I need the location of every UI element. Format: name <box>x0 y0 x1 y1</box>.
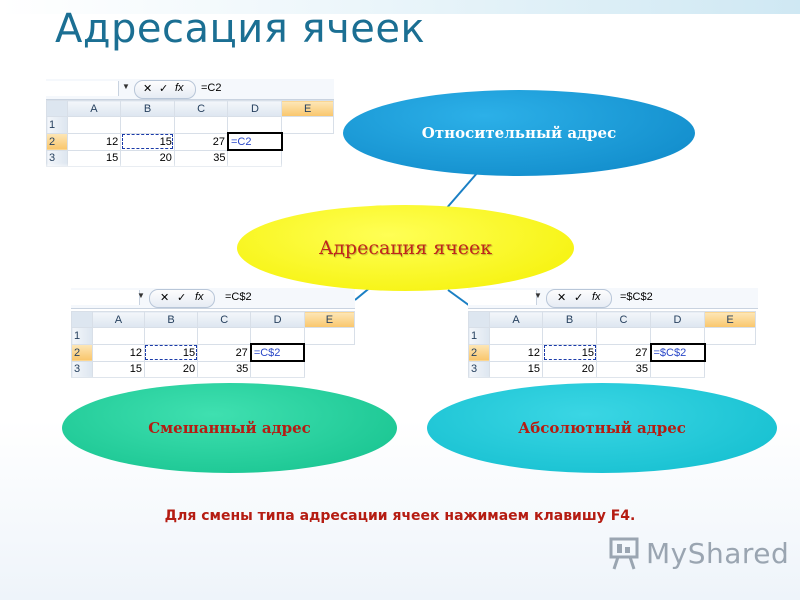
cell[interactable]: 12 <box>489 343 543 362</box>
cell[interactable] <box>197 327 252 345</box>
node-mixed-label: Смешанный адрес <box>148 419 311 437</box>
column-header[interactable]: B <box>120 100 175 117</box>
cell[interactable] <box>281 116 334 134</box>
formula-buttons: ✕ ✓ fx <box>134 80 196 99</box>
active-cell[interactable]: =C$2 <box>249 343 306 362</box>
cell[interactable] <box>489 327 543 345</box>
cell[interactable] <box>91 327 145 345</box>
column-header[interactable]: A <box>91 311 145 328</box>
column-header[interactable]: C <box>197 311 252 328</box>
chevron-down-icon[interactable]: ▼ <box>534 291 542 300</box>
logo-text: MyShared <box>646 537 790 570</box>
cell[interactable] <box>227 116 283 134</box>
chevron-down-icon[interactable]: ▼ <box>137 291 145 300</box>
column-header[interactable]: B <box>143 311 199 328</box>
column-header[interactable]: C <box>173 100 229 117</box>
sheet-grid: A B C D E 1 2 12 15 27 =C2 3 15 20 35 <box>46 100 334 167</box>
row-header[interactable]: 2 <box>46 132 68 151</box>
cell[interactable] <box>120 116 175 134</box>
sheet-relative: ▼ ✕ ✓ fx =C2 A B C D E 1 2 12 15 27 =C2 <box>46 79 334 171</box>
cell-referenced[interactable]: 15 <box>542 343 597 362</box>
chevron-down-icon[interactable]: ▼ <box>122 82 130 91</box>
row-header[interactable]: 2 <box>468 343 490 362</box>
cell[interactable]: 12 <box>91 343 145 362</box>
node-relative-address: Относительный адрес <box>343 90 695 176</box>
cancel-icon[interactable]: ✕ <box>143 83 153 95</box>
active-cell[interactable]: =C2 <box>226 132 283 151</box>
cell-referenced[interactable]: 15 <box>143 343 199 362</box>
node-relative-label: Относительный адрес <box>421 124 617 142</box>
node-absolute-address: Абсолютный адрес <box>427 383 777 473</box>
cell-referenced[interactable]: 15 <box>120 132 175 151</box>
presentation-board-icon <box>609 537 639 570</box>
column-header[interactable]: C <box>596 311 651 328</box>
cell[interactable]: 27 <box>596 343 651 362</box>
row-header[interactable]: 1 <box>46 116 68 134</box>
sheet-grid: A B C D E 1 2 12 15 27 =$C$2 3 15 20 35 <box>468 311 756 378</box>
column-header[interactable]: A <box>489 311 543 328</box>
cell[interactable]: 27 <box>197 343 252 362</box>
formula-bar: ▼ ✕ ✓ fx =C$2 <box>71 288 355 309</box>
row-header[interactable]: 1 <box>468 327 490 345</box>
sheet-grid: A B C D E 1 2 12 15 27 =C$2 3 15 20 35 <box>71 311 356 378</box>
sheet-mixed: ▼ ✕ ✓ fx =C$2 A B C D E 1 2 12 15 27 =C$… <box>71 288 356 384</box>
formula-buttons: ✕ ✓ fx <box>149 289 215 308</box>
node-absolute-label: Абсолютный адрес <box>518 419 686 437</box>
column-header[interactable]: D <box>650 311 705 328</box>
sheet-absolute: ▼ ✕ ✓ fx =$C$2 A B C D E 1 2 12 15 27 =$… <box>468 288 758 384</box>
formula-input[interactable]: =C$2 <box>225 291 252 303</box>
name-box[interactable] <box>468 290 537 305</box>
check-icon[interactable]: ✓ <box>177 292 187 304</box>
cancel-icon[interactable]: ✕ <box>160 292 170 304</box>
function-icon[interactable]: fx <box>195 291 204 303</box>
check-icon[interactable]: ✓ <box>159 83 169 95</box>
cell[interactable] <box>250 327 305 345</box>
slide-title: Адресация ячеек <box>55 6 426 52</box>
row-header[interactable]: 1 <box>71 327 93 345</box>
cell[interactable] <box>650 327 705 345</box>
row-header[interactable]: 3 <box>468 360 490 378</box>
column-header[interactable]: E <box>303 311 356 328</box>
cell[interactable] <box>542 327 597 345</box>
column-header[interactable]: D <box>250 311 305 328</box>
active-cell[interactable]: =$C$2 <box>649 343 706 362</box>
cell[interactable] <box>143 327 199 345</box>
formula-bar: ▼ ✕ ✓ fx =$C$2 <box>468 288 758 309</box>
node-center: Адресация ячеек <box>237 205 574 291</box>
cancel-icon[interactable]: ✕ <box>557 292 567 304</box>
cell[interactable] <box>704 327 756 345</box>
row-header[interactable]: 2 <box>71 343 93 362</box>
column-header[interactable]: E <box>704 311 756 328</box>
hint-text: Для смены типа адресации ячеек нажимаем … <box>164 508 636 524</box>
function-icon[interactable]: fx <box>592 291 601 303</box>
top-decoration <box>0 0 800 14</box>
column-header[interactable]: E <box>281 100 334 117</box>
cell[interactable]: 35 <box>173 149 229 167</box>
cell[interactable] <box>66 116 122 134</box>
column-header[interactable]: B <box>542 311 597 328</box>
formula-bar: ▼ ✕ ✓ fx =C2 <box>46 79 334 100</box>
formula-buttons: ✕ ✓ fx <box>546 289 612 308</box>
node-mixed-address: Смешанный адрес <box>62 383 397 473</box>
cell[interactable] <box>303 327 356 345</box>
cell[interactable]: 12 <box>66 132 122 151</box>
cell[interactable] <box>596 327 651 345</box>
formula-input[interactable]: =$C$2 <box>620 291 653 303</box>
cell[interactable]: 27 <box>173 132 229 151</box>
check-icon[interactable]: ✓ <box>574 292 584 304</box>
name-box[interactable] <box>46 81 119 96</box>
row-header[interactable]: 3 <box>46 149 68 167</box>
formula-input[interactable]: =C2 <box>201 82 222 94</box>
cell[interactable]: 35 <box>197 360 252 378</box>
column-header[interactable]: D <box>227 100 283 117</box>
function-icon[interactable]: fx <box>175 82 184 94</box>
column-header[interactable]: A <box>66 100 122 117</box>
watermark-logo: MyShared <box>608 533 789 573</box>
node-center-label: Адресация ячеек <box>318 237 493 259</box>
cell[interactable] <box>173 116 229 134</box>
name-box[interactable] <box>71 290 140 305</box>
